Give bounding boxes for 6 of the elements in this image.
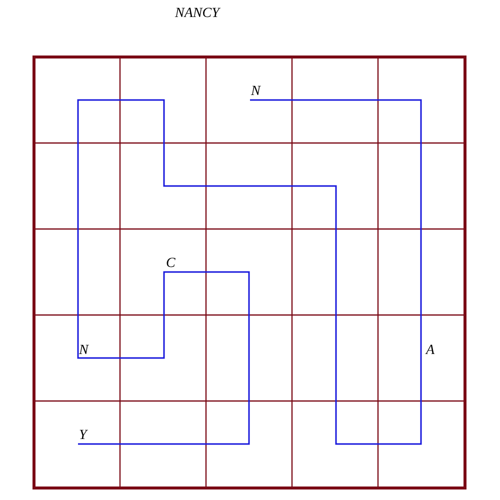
title: NANCY <box>175 7 220 21</box>
letter-label: N <box>251 85 260 99</box>
letter-label: C <box>166 257 176 271</box>
letter-label: A <box>426 344 435 358</box>
letter-label: Y <box>79 429 87 443</box>
letter-label: N <box>79 344 88 358</box>
